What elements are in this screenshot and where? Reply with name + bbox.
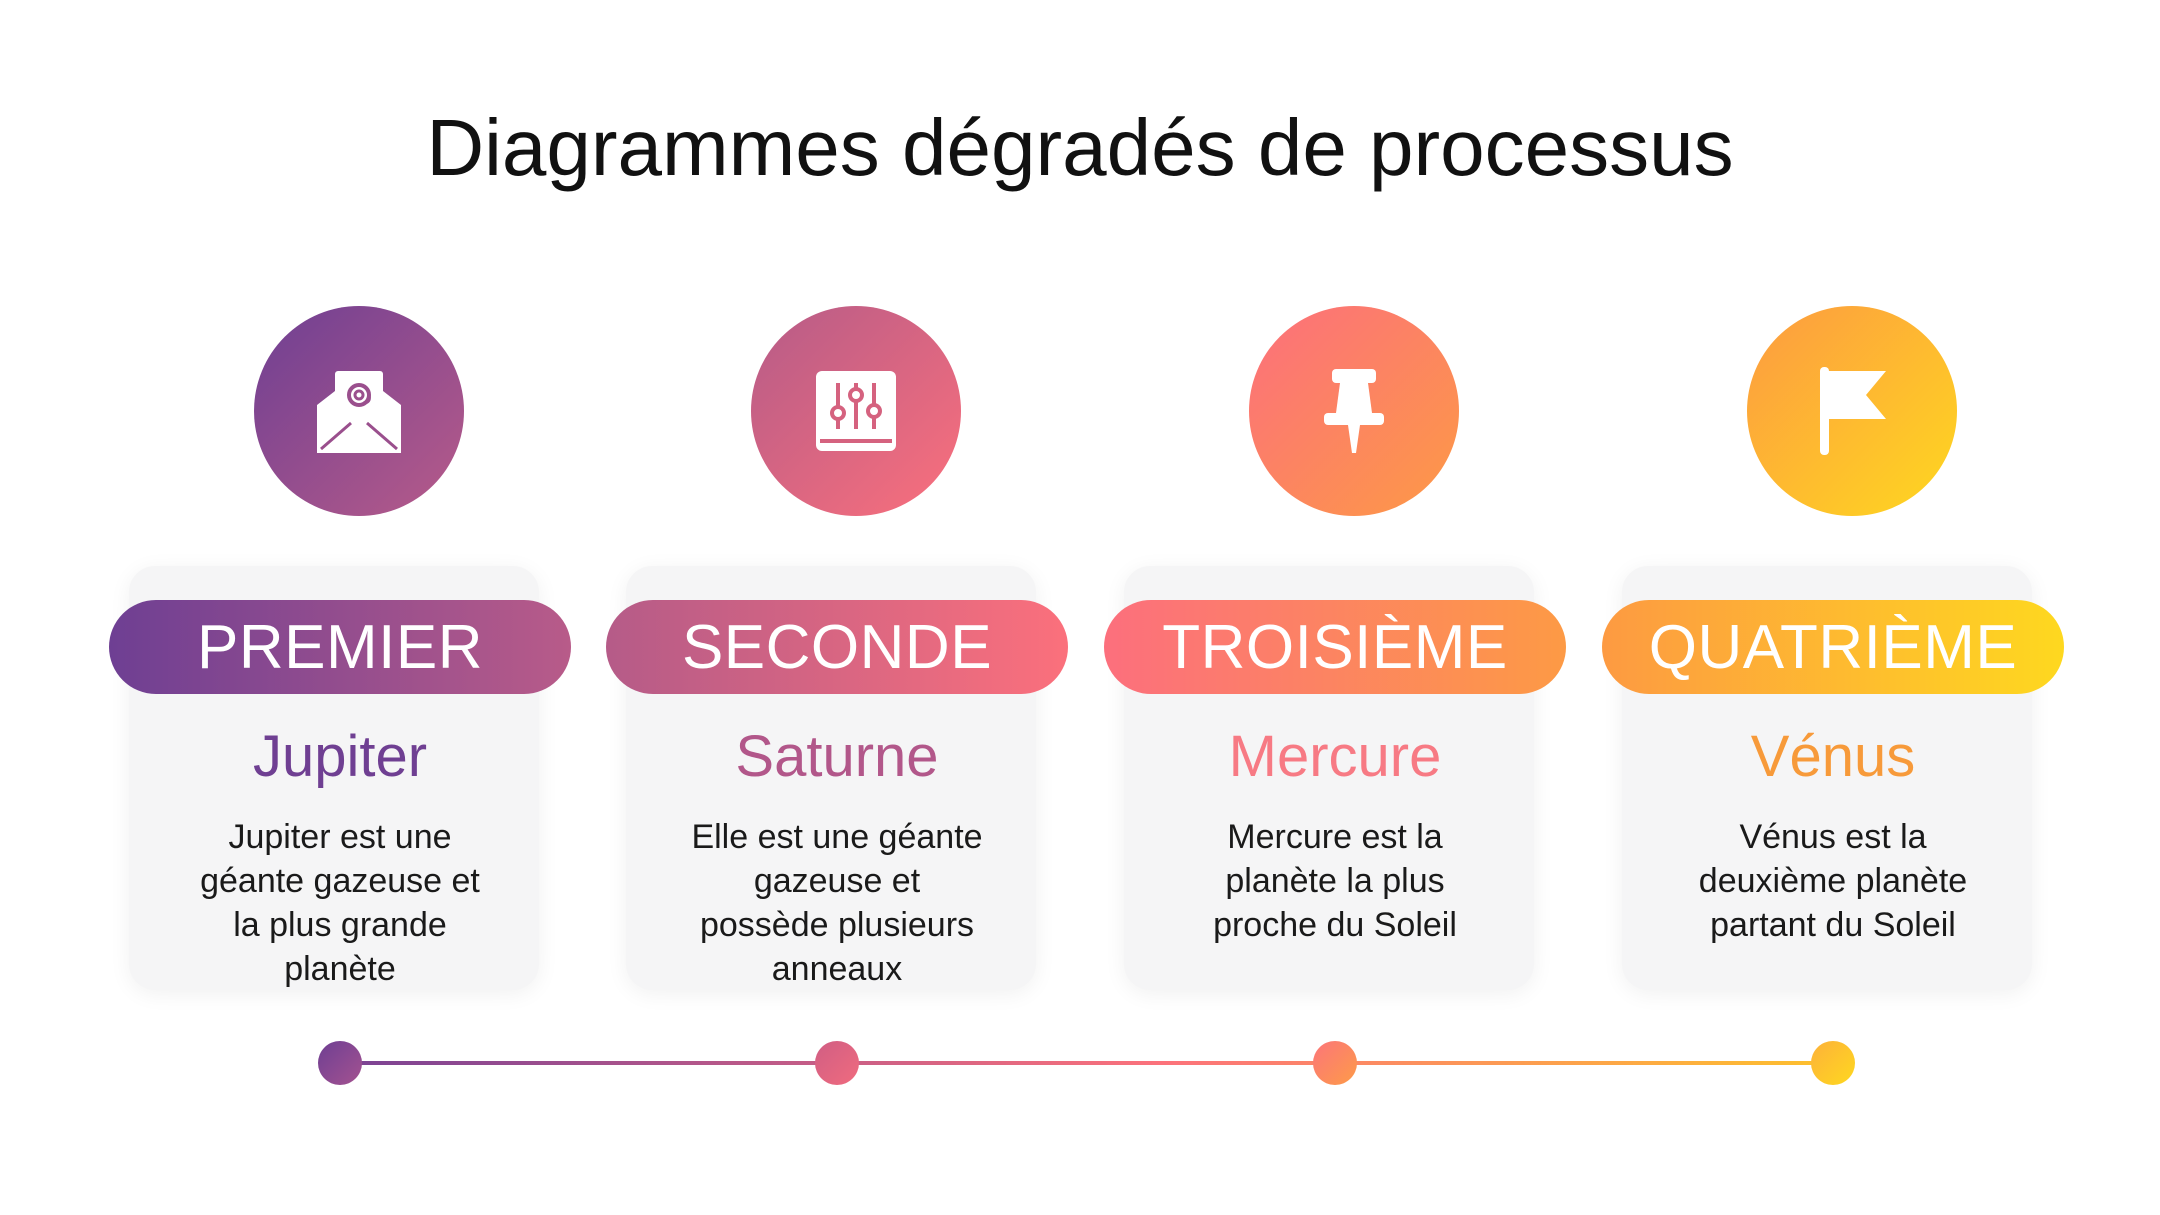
step-4-circle xyxy=(1747,306,1957,516)
pushpin-icon xyxy=(1324,369,1384,453)
step-4-planet: Vénus xyxy=(1750,724,1916,789)
process-step-4: QUATRIÈME Vénus Vénus est la deuxième pl… xyxy=(1602,0,2102,1215)
step-3-planet: Mercure xyxy=(1228,724,1442,789)
step-4-description: Vénus est la deuxième planète partant du… xyxy=(1698,818,1968,944)
step-3-pill: TROISIÈME xyxy=(1104,600,1566,694)
step-1-description: Jupiter est une géante gazeuse et la plu… xyxy=(200,818,480,988)
step-2-circle xyxy=(751,306,961,516)
step-2-pill: SECONDE xyxy=(606,600,1068,694)
process-step-1: PREMIER Jupiter Jupiter est une géante g… xyxy=(109,0,609,1215)
step-1-pill: PREMIER xyxy=(109,600,571,694)
process-step-3: TROISIÈME Mercure Mercure est la planète… xyxy=(1104,0,1604,1215)
step-3-description: Mercure est la planète la plus proche du… xyxy=(1213,818,1457,944)
step-1-circle xyxy=(254,306,464,516)
page-title: Diagrammes dégradés de processus xyxy=(426,103,1734,192)
step-2-description: Elle est une géante gazeuse et possède p… xyxy=(691,818,983,988)
step-1-planet: Jupiter xyxy=(252,724,428,789)
step-2-planet: Saturne xyxy=(735,724,939,789)
envelope-at-icon xyxy=(317,371,401,453)
step-3-circle xyxy=(1249,306,1459,516)
sliders-icon xyxy=(816,371,896,451)
flag-icon xyxy=(1820,367,1886,455)
process-step-2: SECONDE Saturne Elle est une géante gaze… xyxy=(606,0,1106,1215)
step-4-pill: QUATRIÈME xyxy=(1602,600,2064,694)
